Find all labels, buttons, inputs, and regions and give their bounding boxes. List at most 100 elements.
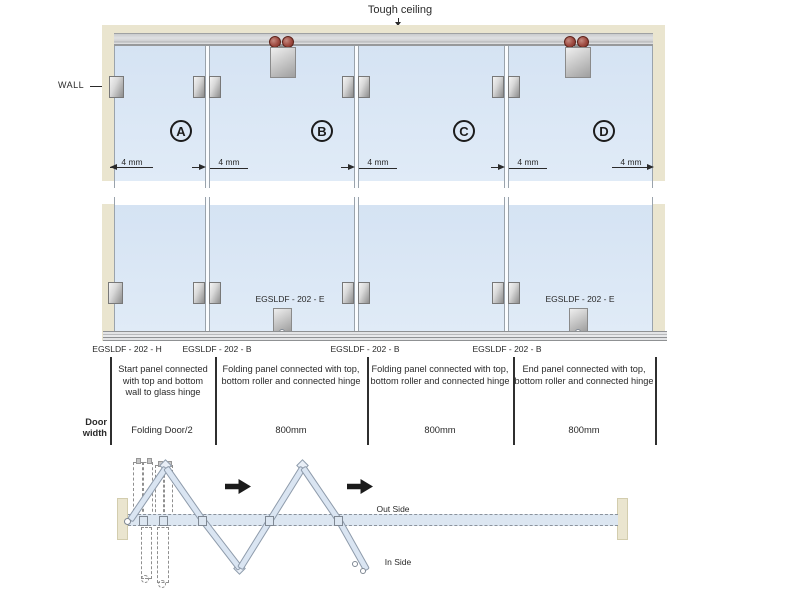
table-divider xyxy=(110,357,112,445)
panel-joint xyxy=(205,197,210,331)
fold-direction-arrow-icon xyxy=(225,479,251,494)
panel-description: Start panel connected with top and botto… xyxy=(118,364,208,397)
table-divider xyxy=(513,357,515,445)
dimension-arrow-icon xyxy=(199,164,206,170)
joint-hinge-icon xyxy=(209,282,221,304)
track-carriage-icon xyxy=(198,516,207,526)
panel-label-circle: B xyxy=(311,120,333,142)
dimension-arrow-icon xyxy=(348,164,355,170)
joint-hinge-icon xyxy=(209,76,221,98)
track-carriage-icon xyxy=(334,516,343,526)
panel-description: End panel connected with top, bottom rol… xyxy=(514,364,654,386)
wall-hinge-label: EGSLDF - 202 - H xyxy=(92,344,162,354)
wall-frame-left xyxy=(102,33,114,181)
gap-dimension-label: 4 mm xyxy=(509,157,547,169)
plan-wall-right xyxy=(617,498,628,540)
glass-edge-line xyxy=(652,197,653,331)
joint-hinge-icon xyxy=(342,282,354,304)
joint-hinge-icon xyxy=(358,76,370,98)
ghost-handle-icon xyxy=(158,580,166,588)
ceiling-label: Tough ceiling xyxy=(367,4,433,16)
dimension-line xyxy=(110,167,153,168)
top-hanger xyxy=(270,47,296,78)
joint-hinge-icon xyxy=(358,282,370,304)
bottom-roller-label: EGSLDF - 202 - E xyxy=(545,294,615,304)
panel-label-circle: A xyxy=(170,120,192,142)
door-width-value: 800mm xyxy=(424,424,456,435)
wall-frame-right xyxy=(653,204,665,341)
dimension-arrow-icon xyxy=(647,164,654,170)
wall-hinge-icon xyxy=(109,76,124,98)
dimension-line xyxy=(491,167,498,168)
plan-track xyxy=(128,514,618,526)
gap-dimension-label: 4 mm xyxy=(121,157,143,167)
joint-hinge-icon xyxy=(508,282,520,304)
joint-hinge-icon xyxy=(492,76,504,98)
wall-frame-right xyxy=(653,33,665,181)
panel-letter: D xyxy=(599,123,609,139)
glass-panels-bottom xyxy=(114,205,653,331)
bottom-track xyxy=(103,331,667,341)
track-carriage-icon xyxy=(265,516,274,526)
door-handle-icon xyxy=(352,561,358,567)
panel-joint xyxy=(504,197,509,331)
table-divider xyxy=(215,357,217,445)
panel-letter: C xyxy=(459,123,469,139)
door-width-value: Folding Door/2 xyxy=(131,424,193,435)
joint-hinge-icon xyxy=(508,76,520,98)
joint-hinge-icon xyxy=(193,282,205,304)
joint-hinge-icon xyxy=(342,76,354,98)
wall-label: WALL xyxy=(58,80,85,90)
panel-label-circle: C xyxy=(453,120,475,142)
dimension-arrow-icon xyxy=(110,164,117,170)
glass-edge-line xyxy=(114,197,115,331)
folded-panel-ghost xyxy=(157,527,169,583)
door-width-value: 800mm xyxy=(275,424,307,435)
panel-joint xyxy=(205,46,210,188)
glass-edge-line xyxy=(652,46,653,188)
panel-joint xyxy=(504,46,509,188)
hinge-knuckle-icon xyxy=(136,458,141,464)
door-width-value: 800mm xyxy=(568,424,600,435)
door-plan-segment xyxy=(200,518,243,571)
wall-pointer-line xyxy=(90,86,104,87)
track-carriage-icon xyxy=(139,516,148,526)
joint-hinge-label: EGSLDF - 202 - B xyxy=(182,344,252,354)
dimension-line xyxy=(341,167,348,168)
joint-hinge-icon xyxy=(492,282,504,304)
panel-joint xyxy=(354,197,359,331)
glass-edge-line xyxy=(114,46,115,188)
ceiling-pointer-arrow-icon xyxy=(395,22,401,26)
ghost-handle-icon xyxy=(141,575,149,583)
glass-panels-top xyxy=(114,46,653,181)
wall-pivot-icon xyxy=(124,518,131,525)
top-track xyxy=(114,33,653,46)
gap-dimension-label: 4 mm xyxy=(620,157,642,167)
bottom-roller-label: EGSLDF - 202 - E xyxy=(255,294,325,304)
panel-description: Folding panel connected with top, bottom… xyxy=(221,364,361,386)
table-divider xyxy=(655,357,657,445)
door-width-header-line: Door xyxy=(85,417,107,427)
joint-hinge-label: EGSLDF - 202 - B xyxy=(330,344,400,354)
wall-frame-left xyxy=(102,204,114,341)
panel-joint xyxy=(354,46,359,188)
joint-hinge-icon xyxy=(193,76,205,98)
door-width-header-line: width xyxy=(82,428,107,439)
top-hanger xyxy=(565,47,591,78)
fold-direction-arrow-icon xyxy=(347,479,373,494)
ceiling-pointer-line xyxy=(398,18,399,22)
panel-label-circle: D xyxy=(593,120,615,142)
out-side-label: Out Side xyxy=(376,504,410,514)
gap-dimension-label: 4 mm xyxy=(359,157,397,169)
dimension-line xyxy=(612,167,648,168)
panel-letter: A xyxy=(176,123,186,139)
panel-description: Folding panel connected with top, bottom… xyxy=(370,364,510,386)
door-handle-icon xyxy=(360,568,366,574)
door-width-row-header: Door width xyxy=(80,417,107,439)
panel-letter: B xyxy=(317,123,327,139)
dimension-arrow-icon xyxy=(498,164,505,170)
ceiling-frame xyxy=(102,25,665,33)
in-side-label: In Side xyxy=(384,557,412,567)
joint-hinge-label: EGSLDF - 202 - B xyxy=(472,344,542,354)
